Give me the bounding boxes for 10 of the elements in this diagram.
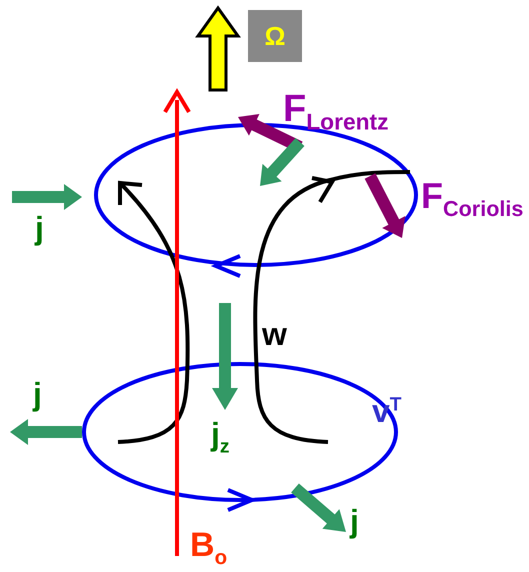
velocity-label: v$^{T}$ <box>372 395 402 427</box>
current-label: j <box>350 505 359 537</box>
current-label: j <box>35 212 44 244</box>
force-label: F$_{Coriolis}$ <box>421 178 524 220</box>
field-label: B$_{o}$ <box>190 528 228 568</box>
current-label: j$_{z}$ <box>211 418 230 457</box>
force-label: F$_{Lorentz}$ <box>283 90 389 134</box>
current-label: j <box>33 378 42 410</box>
omega-box: Ω <box>248 10 302 62</box>
velocity-label: w <box>262 318 287 350</box>
